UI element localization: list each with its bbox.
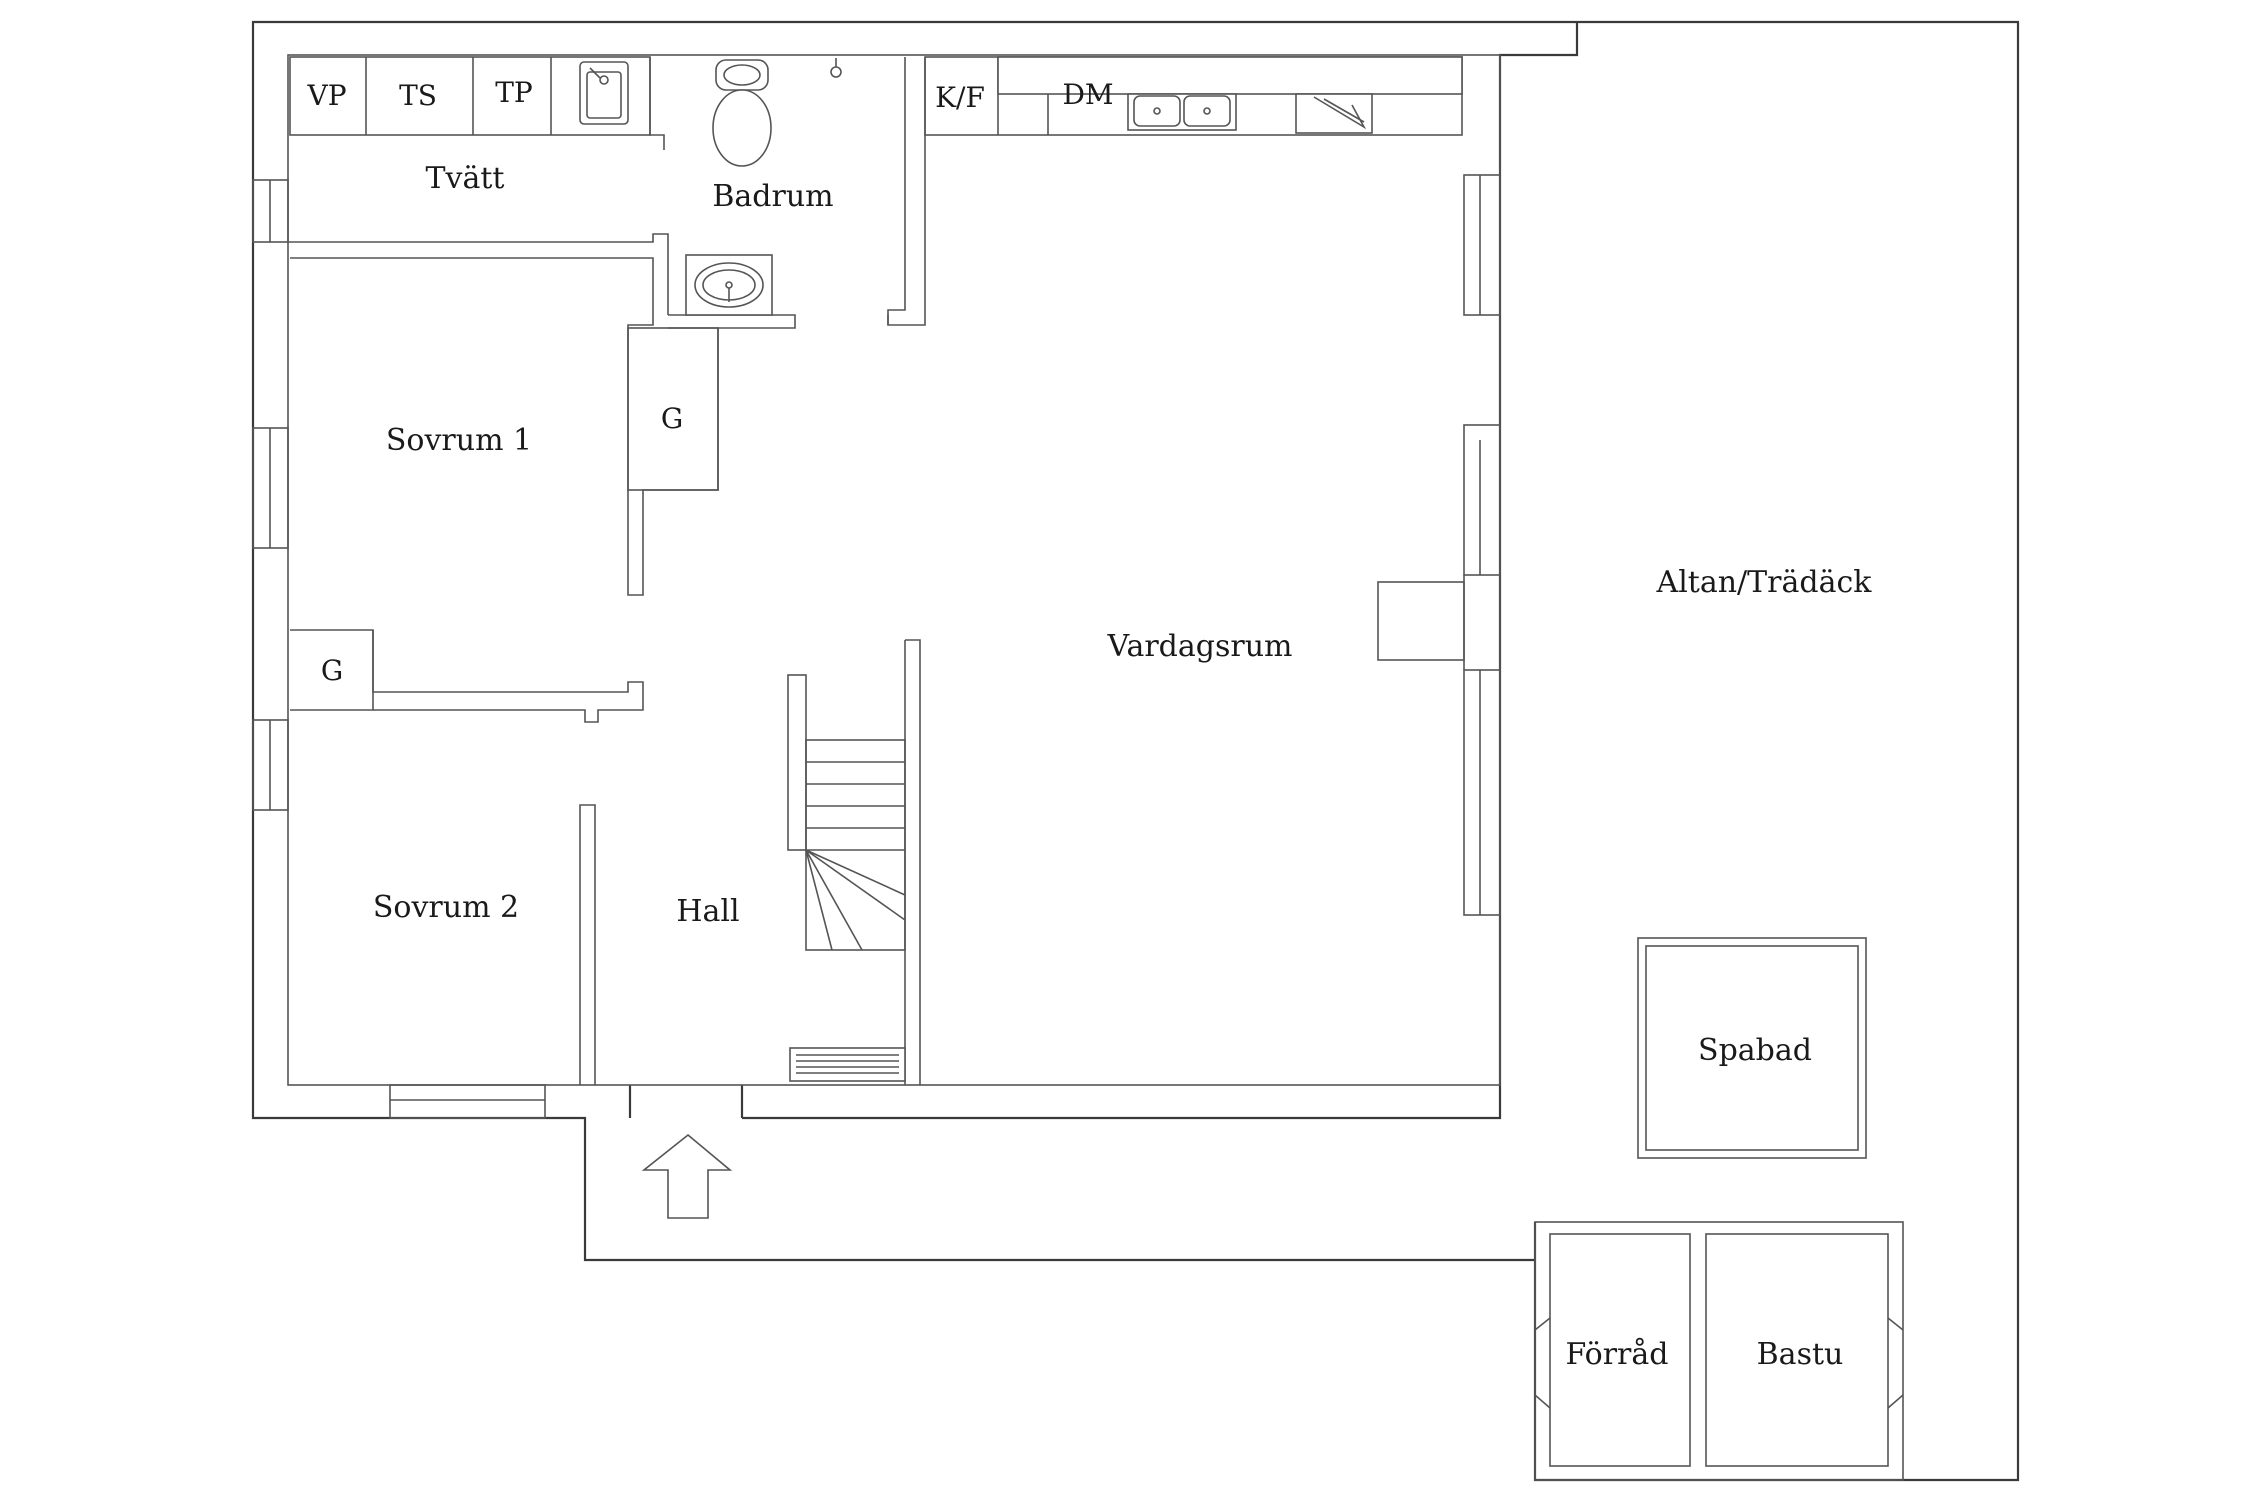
room-badrum-label: Badrum xyxy=(712,179,833,214)
laundry-sink-icon xyxy=(579,61,629,125)
labels: VP TS TP K/F DM Tvätt Badrum Sovrum 1 G … xyxy=(306,76,1872,1372)
fixture-tp-label: TP xyxy=(495,76,533,109)
stairs-icon xyxy=(787,674,906,951)
toilet-icon xyxy=(712,58,842,167)
interior-walls xyxy=(288,56,1465,1085)
room-bastu-label: Bastu xyxy=(1757,1337,1844,1372)
fixture-ts-label: TS xyxy=(399,79,437,112)
room-vardagsrum-label: Vardagsrum xyxy=(1107,629,1293,664)
room-forrad-label: Förråd xyxy=(1565,1337,1668,1372)
spabad-outline xyxy=(1637,937,1867,1159)
room-hall-label: Hall xyxy=(676,894,739,929)
outer-walls xyxy=(251,20,2020,1482)
fixture-kf-label: K/F xyxy=(935,81,985,114)
fixture-dm-label: DM xyxy=(1062,78,1113,111)
doormat-icon xyxy=(789,1047,906,1082)
kitchen-sink-icon xyxy=(1127,93,1237,131)
sink-icon xyxy=(685,254,773,316)
room-sovrum2-label: Sovrum 2 xyxy=(373,890,519,925)
entrance-arrow-icon xyxy=(641,1133,733,1219)
fixture-vp-label: VP xyxy=(306,79,346,112)
room-sovrum1-label: Sovrum 1 xyxy=(386,423,532,458)
closet-g2-label: G xyxy=(321,654,343,687)
room-altan-label: Altan/Trädäck xyxy=(1656,565,1873,600)
room-spabad-label: Spabad xyxy=(1698,1033,1812,1068)
windows xyxy=(252,174,1501,1119)
stove-icon xyxy=(1295,93,1373,134)
room-tvatt-label: Tvätt xyxy=(426,161,505,196)
outbuilding xyxy=(1534,1221,1904,1481)
closet-g1-label: G xyxy=(661,402,683,435)
